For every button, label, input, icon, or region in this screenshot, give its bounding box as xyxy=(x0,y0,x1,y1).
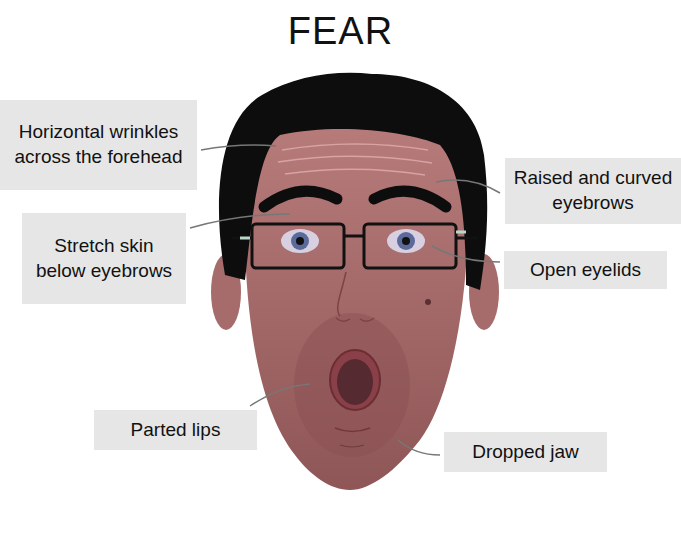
leader-line xyxy=(201,145,276,150)
iris xyxy=(397,232,415,250)
mouth-inside xyxy=(337,359,373,405)
leader-line xyxy=(432,246,500,262)
mole xyxy=(425,299,431,305)
callout-box: Horizontal wrinkles across the forehead xyxy=(0,100,197,190)
callout-box: Open eyelids xyxy=(504,251,667,289)
hair xyxy=(219,73,487,290)
eye xyxy=(387,229,425,253)
forehead-wrinkles xyxy=(278,144,432,175)
leader-line xyxy=(250,384,310,406)
pupil xyxy=(296,237,304,245)
face xyxy=(244,110,468,490)
callout-box: Stretch skin below eyebrows xyxy=(22,213,186,304)
callout-box: Parted lips xyxy=(94,410,257,450)
mouth xyxy=(330,350,380,410)
leader-lines xyxy=(190,145,500,455)
callout-text: Horizontal wrinkles across the forehead xyxy=(8,120,189,169)
chin-line xyxy=(335,428,370,432)
eyebrow xyxy=(264,191,337,207)
chin-line xyxy=(340,445,364,447)
leader-line xyxy=(398,440,440,455)
callout-text: Open eyelids xyxy=(530,258,641,283)
mouth-shadow xyxy=(294,313,410,457)
nose xyxy=(336,272,374,321)
eyebrow xyxy=(374,191,446,207)
leader-line xyxy=(190,214,290,228)
callout-text: Parted lips xyxy=(131,418,221,443)
pupil xyxy=(402,237,410,245)
callout-text: Stretch skin below eyebrows xyxy=(30,234,178,283)
iris xyxy=(291,232,309,250)
callout-text: Raised and curved eyebrows xyxy=(513,166,673,215)
callout-box: Raised and curved eyebrows xyxy=(505,158,681,224)
eye xyxy=(281,229,319,253)
callout-text: Dropped jaw xyxy=(472,440,579,465)
leader-line xyxy=(436,180,500,193)
glasses xyxy=(232,224,478,268)
diagram-title: FEAR xyxy=(0,10,681,53)
lens-glint xyxy=(240,232,466,238)
callout-box: Dropped jaw xyxy=(444,432,607,472)
